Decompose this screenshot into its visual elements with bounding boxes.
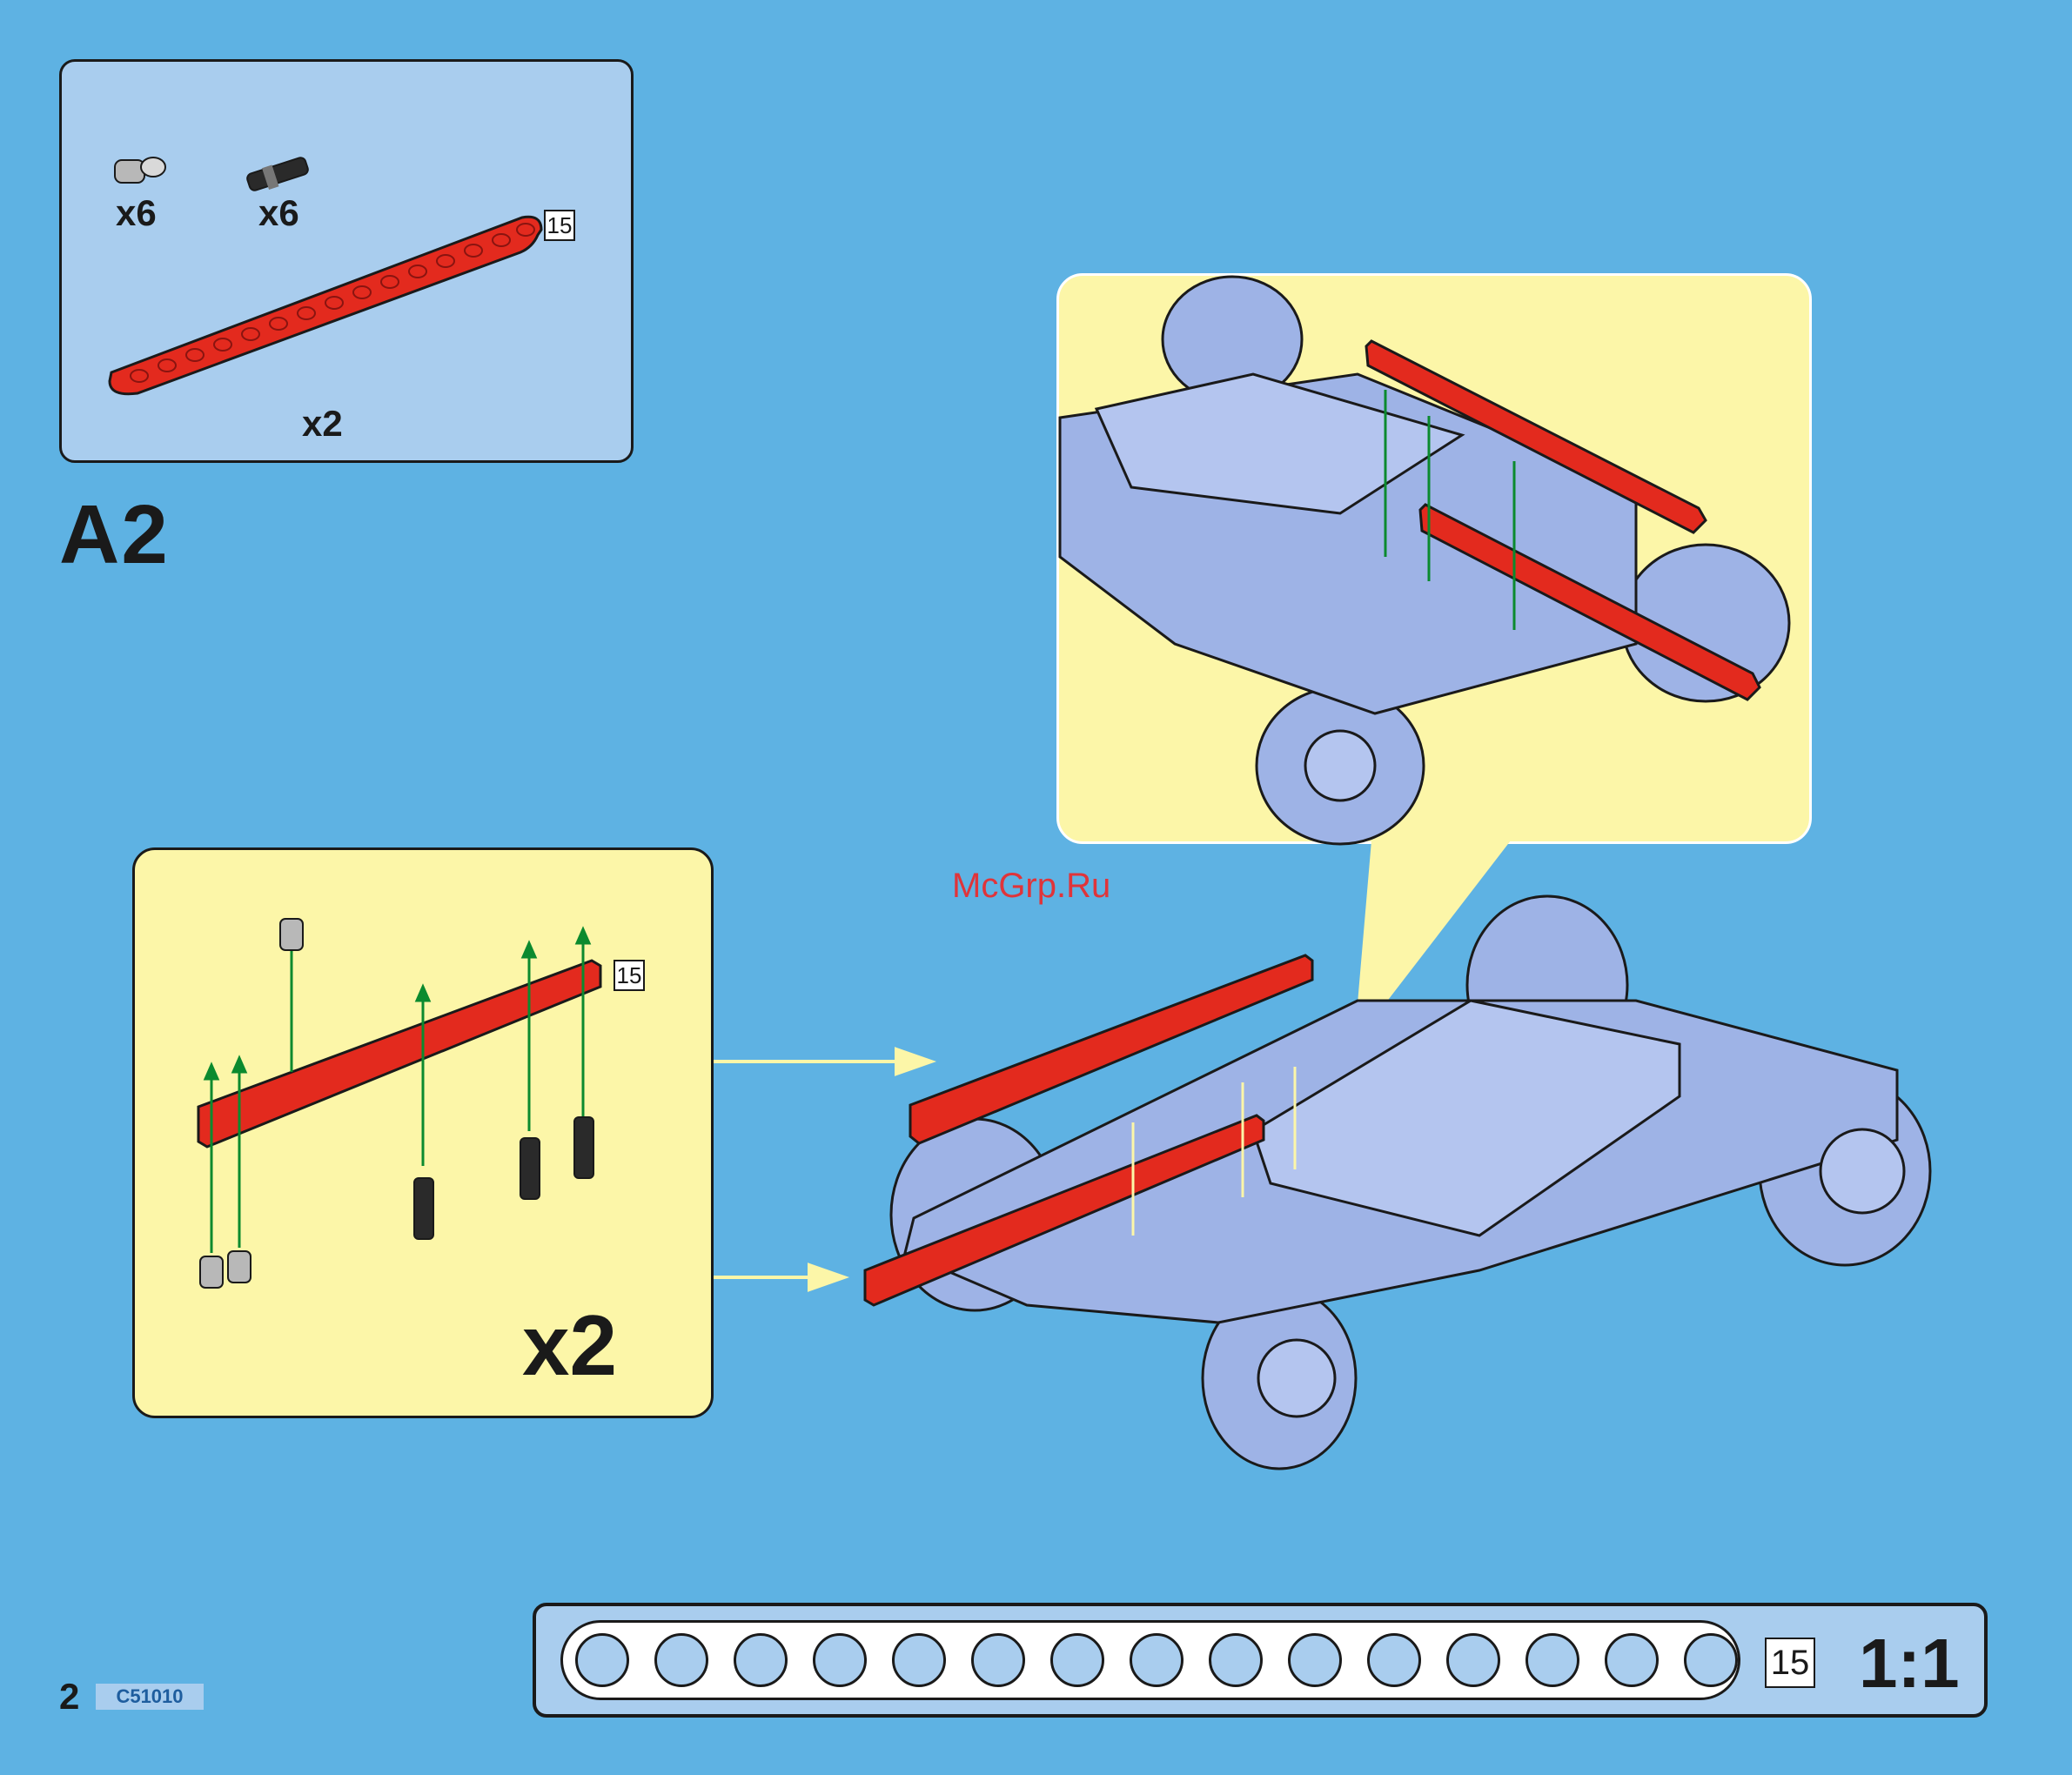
ruler-hole: [813, 1633, 867, 1687]
watermark: McGrp.Ru: [952, 867, 1110, 906]
ruler-hole: [575, 1633, 629, 1687]
ruler-hole: [654, 1633, 708, 1687]
ruler-beam-outline: [560, 1620, 1740, 1700]
ruler-hole: [1130, 1633, 1184, 1687]
ruler-hole: [1050, 1633, 1104, 1687]
connector-pin-icon: [115, 157, 165, 183]
ruler-hole: [1684, 1633, 1738, 1687]
ruler-hole: [971, 1633, 1025, 1687]
ruler-hole: [1209, 1633, 1263, 1687]
ruler-hole: [1367, 1633, 1421, 1687]
ruler-hole: [1446, 1633, 1500, 1687]
axle-pin-icon: [246, 157, 310, 192]
ruler-hole: [734, 1633, 788, 1687]
main-chassis: [891, 896, 1930, 1469]
model-code: C51010: [96, 1684, 204, 1710]
assembly-arrow-lower: [714, 1265, 844, 1289]
ruler-hole: [1526, 1633, 1579, 1687]
detail-chassis: [1060, 277, 1789, 844]
red-beam-15-icon: [110, 217, 541, 393]
page-number: 2: [59, 1676, 79, 1718]
ruler-hole: [1605, 1633, 1659, 1687]
sub-red-beam: [198, 961, 600, 1147]
scale-ruler: 15: [533, 1603, 1988, 1718]
ruler-length-badge: 15: [1765, 1638, 1815, 1688]
scale-ratio: 1:1: [1859, 1624, 1960, 1704]
assembly-arrow-upper: [714, 1049, 931, 1074]
ruler-hole: [1288, 1633, 1342, 1687]
ruler-hole: [892, 1633, 946, 1687]
